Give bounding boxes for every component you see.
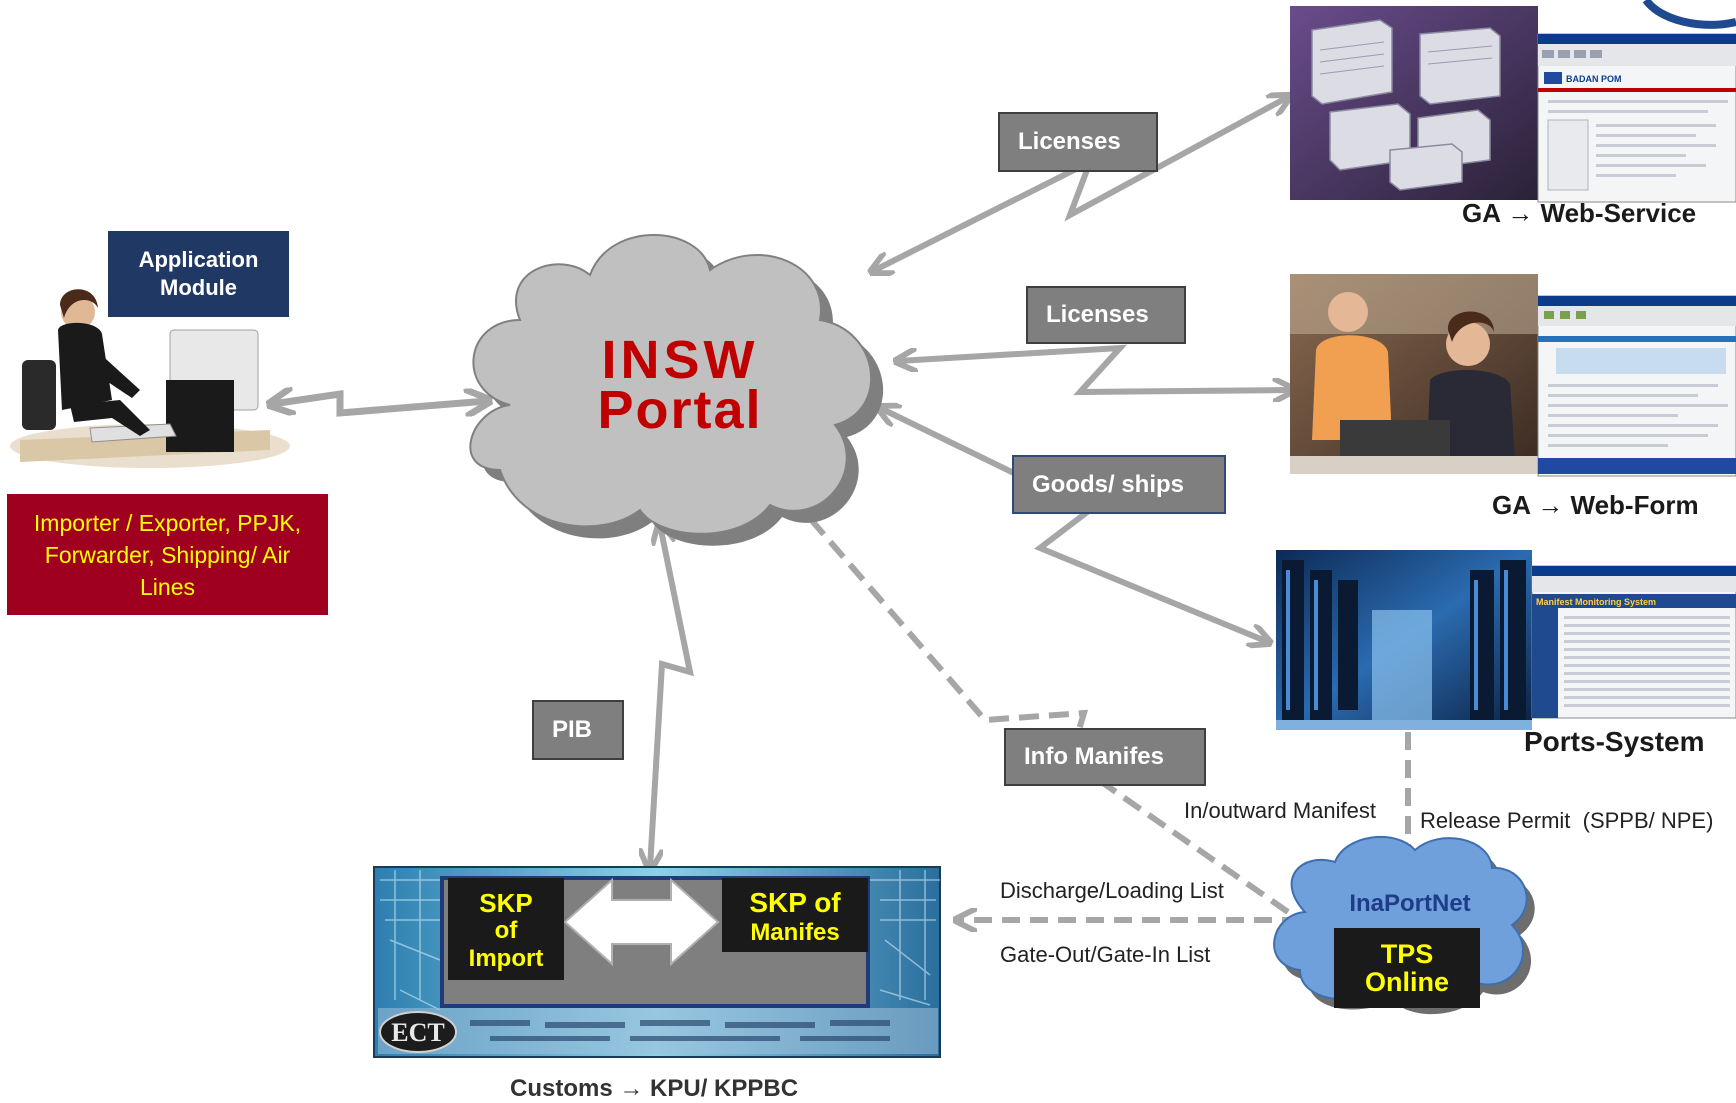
connector-inaportnet-portal — [780, 484, 1290, 915]
importer-exporter-box: Importer / Exporter, PPJK, Forwarder, Sh… — [7, 494, 328, 615]
insw-portal-cloud: INSW Portal — [469, 234, 884, 546]
goods-ships-label: Goods/ ships — [1012, 455, 1226, 514]
manifest-system-label: Manifest Monitoring System — [1536, 597, 1656, 607]
importer-line3: Lines — [140, 573, 195, 600]
skp-import-line2: of — [495, 917, 519, 944]
tps-online-box: TPS Online — [1334, 928, 1480, 1008]
customs-caption: Customs → KPU/ KPPBC — [510, 1075, 799, 1102]
manifest-system-screenshot: Manifest Monitoring System — [1531, 565, 1736, 719]
skp-manifes-line2: Manifes — [750, 919, 839, 946]
connector-portal-web-form — [898, 344, 1292, 392]
licenses-web-form-label: Licenses — [1026, 286, 1186, 344]
ect-logo-text: ECT — [391, 1018, 444, 1047]
application-module-line1: Application — [138, 247, 259, 272]
connector-desktop-portal — [272, 394, 487, 413]
info-manifes-label: Info Manifes — [1004, 728, 1206, 786]
arrow-right-icon: → — [1537, 490, 1564, 520]
connector-portal-customs — [650, 525, 694, 868]
application-module-box: Application Module — [108, 231, 289, 317]
web-form-caption: GA → Web-Form — [1492, 490, 1699, 520]
web-service-caption: GA → Web-Service — [1462, 198, 1697, 228]
skp-import-box — [448, 878, 564, 980]
pib-label: PIB — [532, 700, 624, 760]
skp-import-line3: Import — [469, 945, 544, 972]
ect-logo — [379, 1011, 457, 1053]
tps-line2: Online — [1364, 967, 1449, 997]
badan-pom-screenshot: BADAN POM — [1537, 33, 1736, 203]
connector-portal-web-service — [873, 97, 1288, 271]
skp-import-line1: SKP — [479, 888, 532, 918]
customs-panel: ECT SKP of Import SKP of Manifes — [373, 866, 941, 1058]
application-module-line2: Module — [160, 275, 237, 300]
release-permit-note: Release Permit (SPPB/ NPE) — [1420, 808, 1714, 833]
ports-system-caption: Ports-System — [1524, 726, 1705, 757]
licenses-web-service-label: Licenses — [998, 112, 1158, 172]
gate-out-in-note: Gate-Out/Gate-In List — [1000, 942, 1211, 967]
office-worker-illustration — [10, 289, 290, 468]
discharge-loading-note: Discharge/Loading List — [1000, 878, 1224, 903]
tps-line1: TPS — [1380, 939, 1434, 969]
arrow-right-icon: → — [1507, 198, 1534, 228]
portal-title-line2: Portal — [597, 380, 762, 440]
skp-manifes-line1: SKP of — [749, 887, 841, 918]
ports-server-room-photo — [1276, 550, 1532, 730]
connector-portal-ports — [880, 408, 1268, 642]
skp-exchange-arrow — [563, 877, 720, 967]
portal-title-line1: INSW — [602, 330, 759, 390]
inoutward-manifest-note: In/outward Manifest — [1184, 798, 1376, 823]
arrow-right-icon: → — [619, 1075, 644, 1102]
inaportnet-title: InaPortNet — [1349, 890, 1471, 917]
corner-logo-icon — [1642, 0, 1736, 29]
skp-manifes-box — [722, 878, 868, 952]
web-form-screenshot — [1537, 295, 1736, 477]
importer-line2: Forwarder, Shipping/ Air — [44, 541, 291, 568]
web-service-servers-photo — [1290, 6, 1538, 200]
badan-pom-label: BADAN POM — [1566, 74, 1622, 84]
web-form-people-photo — [1290, 274, 1538, 474]
importer-line1: Importer / Exporter, PPJK, — [33, 509, 302, 536]
